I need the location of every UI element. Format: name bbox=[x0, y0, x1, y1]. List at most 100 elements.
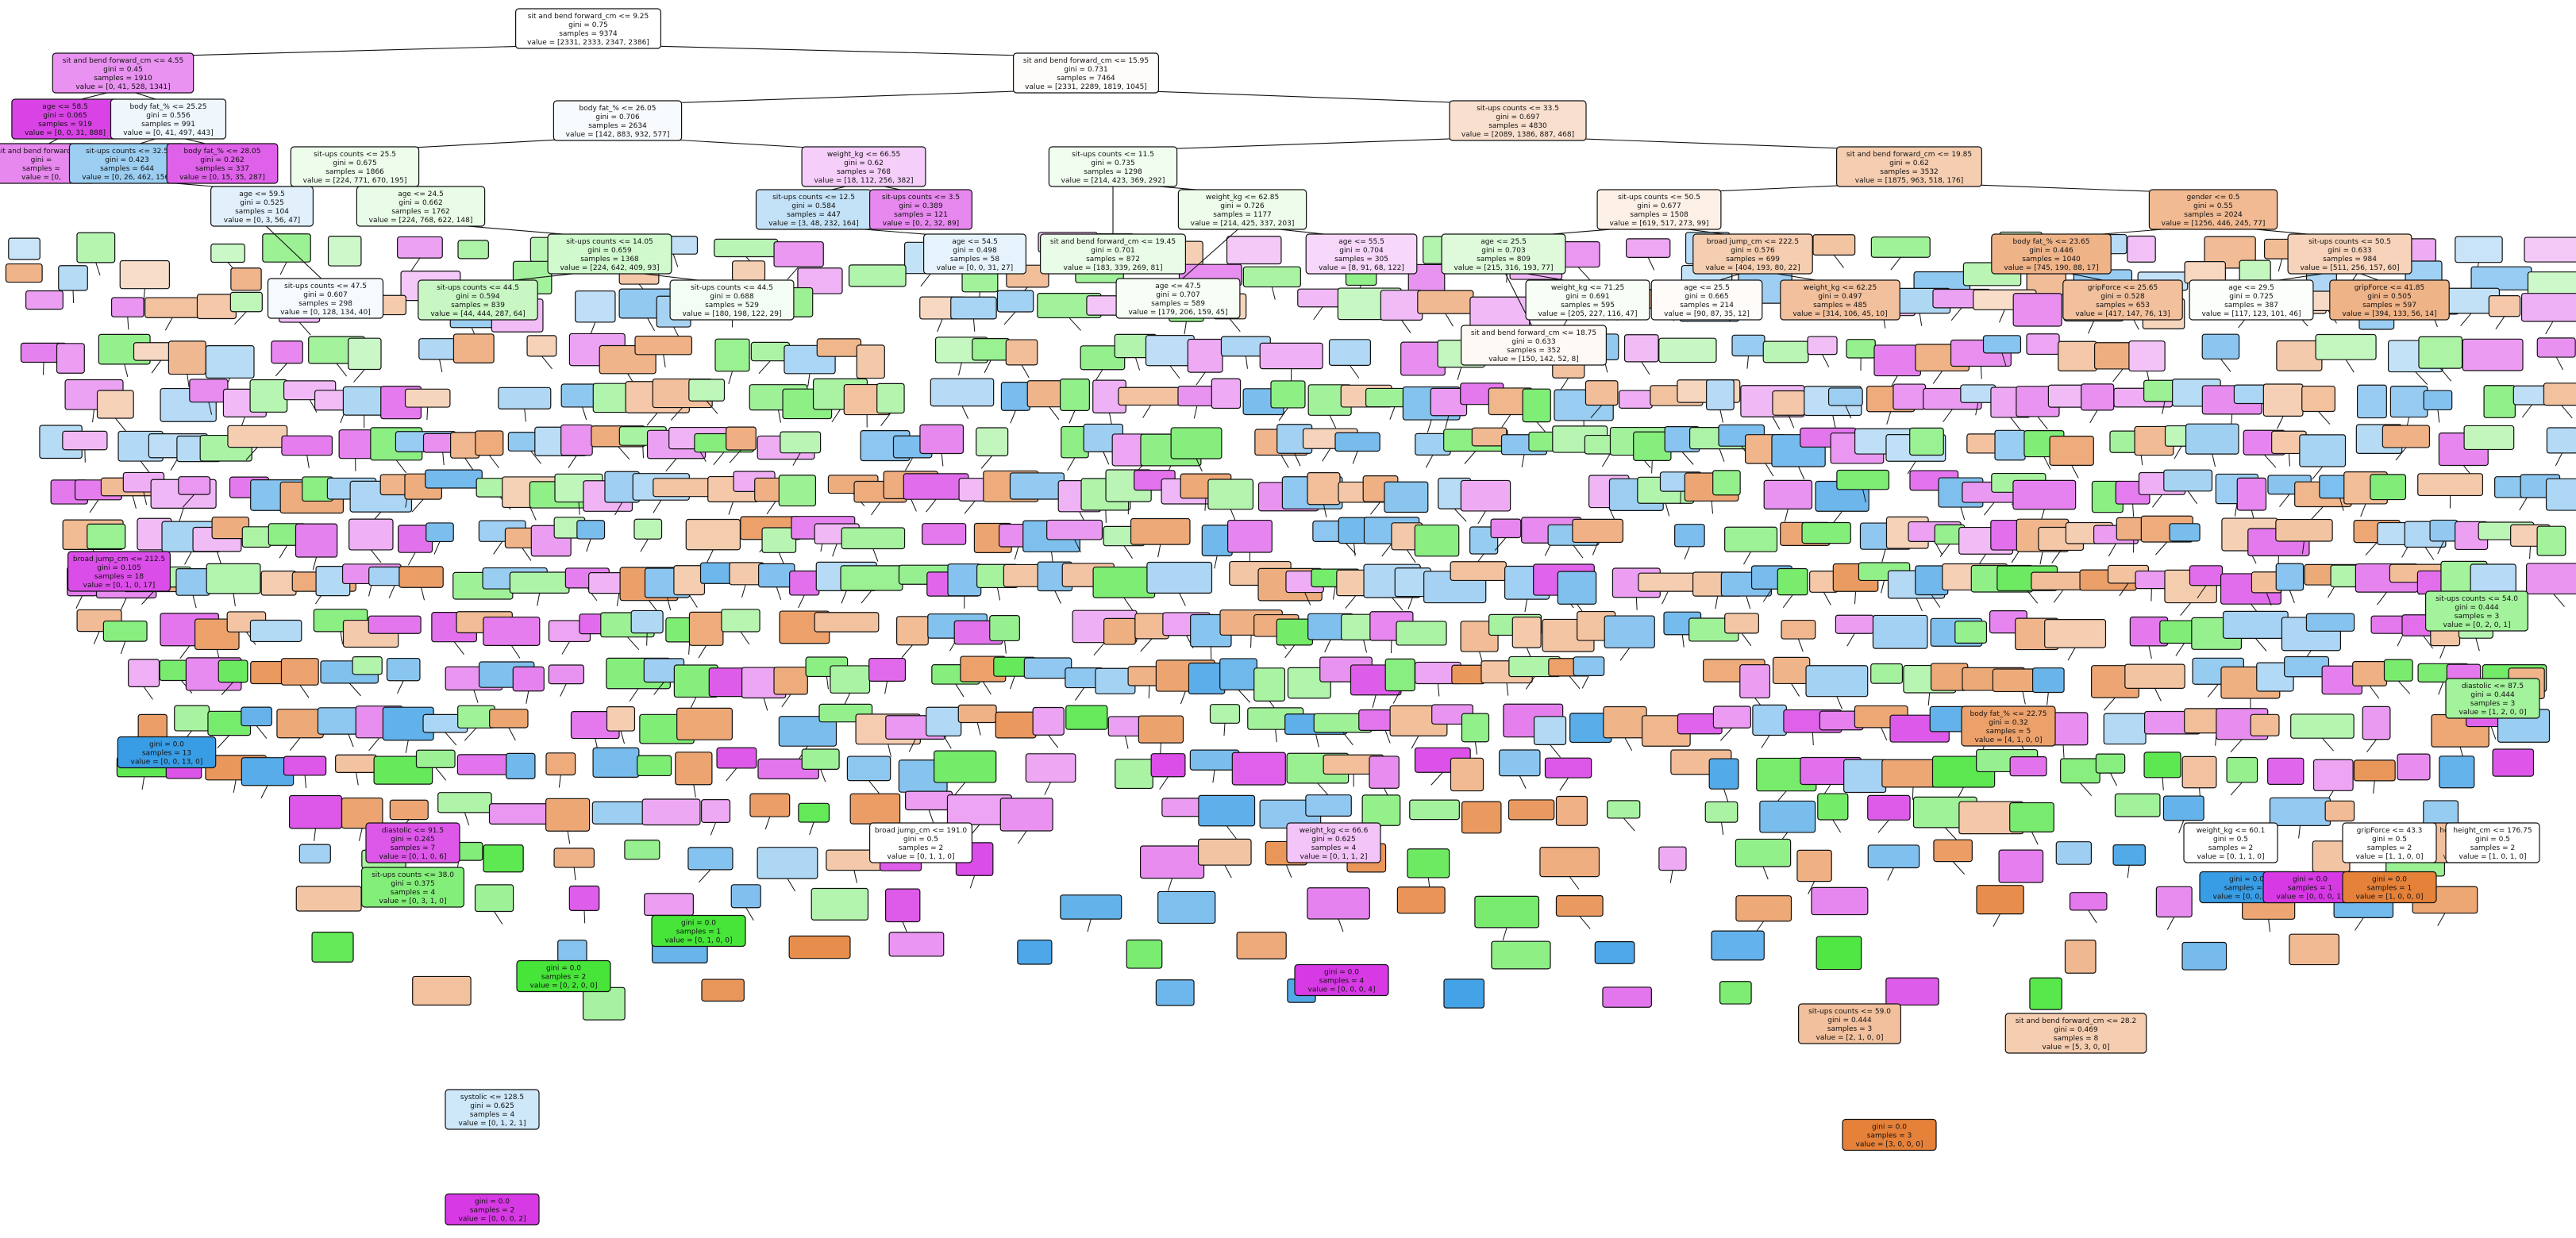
tree-node-n26-line: samples = 305 bbox=[1334, 256, 1388, 263]
tree-node-n26-line: value = [8, 91, 68, 122] bbox=[1319, 264, 1404, 272]
deep-tree-edge bbox=[1381, 543, 1392, 557]
deep-tree-edge bbox=[1506, 682, 1509, 696]
deep-tree-node bbox=[249, 619, 302, 643]
deep-tree-edge bbox=[1501, 414, 1511, 428]
deep-tree-edge bbox=[861, 590, 872, 604]
tree-node-n30-line: gini = 0.633 bbox=[2328, 247, 2371, 255]
deep-tree-edge bbox=[72, 290, 75, 304]
tree-node-n39-line: value = [394, 133, 56, 14] bbox=[2342, 310, 2436, 318]
tree-node-n29-line: body fat_% <= 23.65 bbox=[2013, 238, 2090, 246]
deep-tree-node bbox=[2055, 841, 2092, 865]
deep-tree-node bbox=[926, 706, 962, 736]
deep-tree-edge bbox=[2424, 547, 2435, 560]
deep-tree-edge bbox=[1832, 415, 1836, 429]
deep-tree-node bbox=[415, 749, 456, 768]
tree-node-n21-box bbox=[2148, 189, 2278, 230]
deep-tree-node bbox=[1816, 936, 1862, 971]
deep-tree-edge bbox=[2148, 645, 2152, 659]
deep-tree-edge bbox=[614, 502, 623, 516]
deep-leaf-node-line: samples = 4 bbox=[470, 1111, 515, 1119]
deep-tree-node bbox=[8, 237, 40, 260]
deep-tree-edge bbox=[508, 727, 516, 741]
deep-tree-edge bbox=[1944, 827, 1958, 841]
deep-tree-edge bbox=[397, 680, 404, 694]
deep-tree-edge bbox=[2162, 777, 2164, 790]
deep-leaf-node-box bbox=[2004, 1013, 2147, 1054]
deep-leaf-node-box bbox=[1961, 706, 2056, 747]
deep-leaf-node-line: samples = 1 bbox=[2367, 885, 2412, 893]
deep-tree-node bbox=[1414, 524, 1460, 557]
deep-tree-node bbox=[575, 290, 616, 323]
deep-tree-edge bbox=[884, 681, 888, 694]
deep-tree-edge bbox=[1223, 723, 1226, 736]
deep-tree-edge bbox=[529, 507, 537, 521]
tree-node-n1-line: value = [0, 41, 528, 1341] bbox=[75, 83, 170, 91]
deep-tree-node bbox=[685, 518, 741, 551]
deep-tree-node bbox=[2356, 384, 2387, 419]
tree-node-n7-line: value = [0, bbox=[21, 174, 61, 182]
deep-tree-edge bbox=[976, 722, 981, 736]
deep-tree-edge bbox=[2234, 503, 2238, 517]
deep-leaf-node-box bbox=[1842, 1118, 1937, 1151]
deep-tree-node bbox=[721, 609, 760, 632]
deep-leaf-node-line: samples = 2 bbox=[2367, 844, 2412, 852]
tree-edge bbox=[122, 44, 589, 58]
deep-tree-edge bbox=[370, 549, 382, 563]
deep-tree-node bbox=[119, 260, 171, 290]
deep-tree-edge bbox=[279, 261, 287, 275]
deep-tree-edge bbox=[1846, 632, 1855, 647]
deep-tree-node bbox=[2029, 977, 2062, 1010]
tree-node-n23-line: samples = 1368 bbox=[580, 256, 639, 263]
deep-tree-edge bbox=[2437, 913, 2446, 926]
deep-tree-node bbox=[2488, 295, 2521, 317]
deep-tree-node bbox=[1870, 663, 1904, 684]
deep-tree-edge bbox=[1619, 648, 1631, 661]
deep-tree-edge bbox=[766, 501, 776, 515]
deep-tree-node bbox=[474, 884, 514, 913]
deep-tree-node bbox=[930, 378, 995, 407]
deep-tree-node bbox=[167, 340, 206, 375]
deep-tree-edge bbox=[807, 373, 811, 386]
tree-node-n28-line: gini = 0.576 bbox=[1731, 247, 1775, 255]
deep-tree-node bbox=[1603, 706, 1647, 739]
deep-tree-edge bbox=[2031, 832, 2039, 845]
deep-tree-node bbox=[1490, 518, 1522, 539]
deep-tree-node bbox=[1242, 266, 1301, 288]
deep-tree-edge bbox=[395, 459, 406, 474]
tree-node-n24-line: gini = 0.498 bbox=[953, 247, 997, 255]
tree-node-n5-line: body fat_% <= 26.05 bbox=[580, 105, 657, 113]
deep-tree-node bbox=[2276, 340, 2323, 371]
deep-tree-edge bbox=[663, 354, 666, 367]
deep-tree-node bbox=[276, 709, 324, 739]
deep-tree-node bbox=[947, 563, 982, 597]
deep-tree-node bbox=[335, 754, 378, 774]
deep-tree-edge bbox=[2439, 645, 2446, 659]
deep-tree-edge bbox=[2339, 498, 2344, 511]
deep-tree-node bbox=[2536, 337, 2576, 358]
deep-tree-edge bbox=[2438, 682, 2444, 695]
deep-tree-node bbox=[1130, 517, 1191, 545]
deep-tree-node bbox=[2312, 759, 2354, 791]
tree-node-n28-box bbox=[1692, 233, 1813, 275]
deep-tree-edge bbox=[1214, 556, 1218, 569]
deep-tree-edge bbox=[1943, 409, 1953, 423]
deep-tree-node bbox=[1177, 385, 1217, 407]
deep-tree-edge bbox=[348, 733, 354, 748]
deep-leaf-node-line: samples = 1 bbox=[2224, 885, 2269, 893]
deep-tree-edge bbox=[1746, 356, 1749, 369]
deep-tree-node bbox=[281, 435, 333, 456]
deep-tree-edge bbox=[2360, 503, 2366, 517]
tree-node-n4-line: value = [0, 41, 497, 443] bbox=[123, 129, 214, 137]
tree-node-n16-line: sit-ups counts <= 12.5 bbox=[772, 194, 855, 202]
deep-tree-edge bbox=[1345, 595, 1357, 609]
deep-tree-edge bbox=[2022, 691, 2026, 705]
deep-leaf-node-line: diastolic <= 87.5 bbox=[2462, 682, 2524, 690]
deep-leaf-node-box bbox=[1798, 1003, 1902, 1044]
